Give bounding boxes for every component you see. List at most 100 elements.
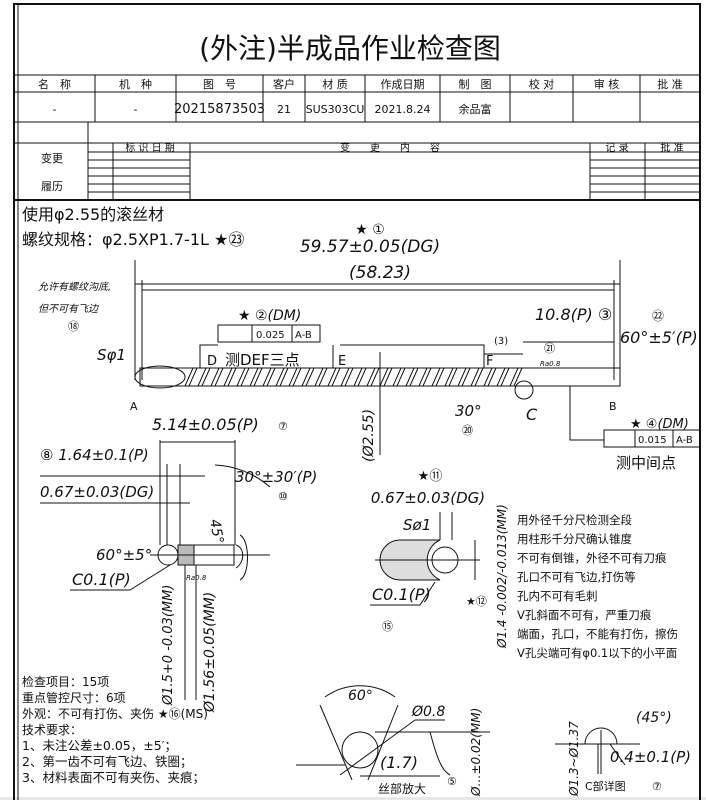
thread-crest <box>483 367 493 387</box>
note-measure-def: 测DEF三点 <box>225 351 300 369</box>
dim-3: 10.8(P) ③ <box>535 305 612 324</box>
inspection-note: V孔斜面不可有，严重刀痕 <box>517 608 652 622</box>
page-title: (外注)半成品作业检查图 <box>199 32 501 65</box>
thread-crest <box>288 367 298 387</box>
c-detail-label: C部详图 <box>585 779 626 793</box>
requirement-note: 技术要求： <box>22 723 82 737</box>
dim-dia-08: Ø0.8 <box>411 704 445 720</box>
dim-8: ⑧ 1.64±0.1(P) <box>40 446 149 464</box>
inspection-note: 孔内不可有毛刺 <box>517 589 598 603</box>
gdt-datum-1: A-B <box>295 330 312 341</box>
thread-crest <box>236 367 246 387</box>
thread-crest <box>405 367 415 387</box>
balloon-18: ⑱ <box>68 320 79 333</box>
dim-1-star: ★ ① <box>355 222 385 238</box>
thread-crest <box>496 367 506 387</box>
requirement-note: 3、材料表面不可有夹伤、夹痕； <box>22 770 205 785</box>
thread-crest <box>457 367 467 387</box>
header-col-label: 批 准 <box>657 77 683 91</box>
inspection-note: 端面，孔口，不能有打伤，擦伤 <box>517 627 678 641</box>
change-col-label: 变 更 内 容 <box>340 141 440 154</box>
datum-b: B <box>609 400 617 413</box>
thread-crest <box>197 367 207 387</box>
thread-crest <box>223 367 233 387</box>
balloon-5: ⑤ <box>447 775 457 788</box>
dim-dia-156: Ø1.56±0.05(MM) <box>202 592 218 713</box>
roughness-2: Ra0.8 <box>186 574 207 582</box>
thread-crest <box>418 367 428 387</box>
dim-angle-30: 30° <box>455 402 482 420</box>
header-col-label: 图 号 <box>203 78 236 91</box>
hole-section-view <box>370 512 480 606</box>
change-col-label: 记 录 <box>605 142 628 154</box>
history-label: 履历 <box>41 180 63 193</box>
gdt-tol-1: 0.025 <box>256 330 285 341</box>
dim-chamfer-right: C0.1(P) <box>372 585 431 604</box>
requirement-note: 2、第一齿不可有飞边、铁圈； <box>22 754 192 769</box>
dim-thread-angle: 60° <box>348 688 373 704</box>
dim-dia-15: Ø1.5+0 -0.03(MM) <box>161 585 176 706</box>
change-label: 变更 <box>41 151 63 165</box>
header-col-value: 21 <box>277 103 291 116</box>
thread-crest <box>314 367 324 387</box>
dim-sphere-1b: Sø1 <box>403 516 431 534</box>
balloon-20: ⑳ <box>462 424 473 437</box>
note-18-line1: 允许有螺纹沟底, <box>38 281 111 293</box>
thread-crest <box>249 367 259 387</box>
balloon-22: ㉒ <box>652 309 664 323</box>
inspection-note: V孔尖端可有φ0.1以下的小平面 <box>517 646 677 660</box>
requirement-note: 1、未注公差±0.05，±5′； <box>22 738 177 753</box>
header-col-value: 20215873503 <box>174 102 265 117</box>
balloon-10: ⑩ <box>278 490 288 503</box>
thread-detail-label: 丝部放大 <box>378 781 426 796</box>
gdt-tol-2: 0.015 <box>638 435 667 446</box>
dim-04: 0.4±0.1(P) <box>610 748 691 766</box>
thread-crest <box>392 367 402 387</box>
c-detail-view <box>555 727 640 774</box>
dim-angle-45b: (45°) <box>636 710 672 726</box>
outer-frame <box>13 3 701 800</box>
header-col-label: 机 种 <box>119 77 152 91</box>
dim-angle-45: 45° <box>206 518 226 545</box>
dim-dia-14: Ø1.4 -0.002/-0.013(MM) <box>495 504 509 649</box>
header-col-label: 审 核 <box>594 77 620 91</box>
dim-sphere-1: Sφ1 <box>97 346 126 364</box>
dim-4-star: ★ ④(DM) <box>630 417 689 432</box>
label-c: C <box>526 405 538 424</box>
requirement-note: 外观：不可有打伤、夹伤 ★⑯(MS) <box>22 707 208 721</box>
thread-crest <box>431 367 441 387</box>
screen-bottom-bar <box>0 797 706 800</box>
label-f: F <box>486 354 493 369</box>
dim-dia-13: Ø1.3~Ø1.37 <box>567 721 581 797</box>
note-18-line2: 但不可有飞边 <box>38 303 99 315</box>
dim-angle-22: 60°±5′(P) <box>620 328 698 347</box>
dim-11-star: ★⑪ <box>418 469 443 484</box>
header-col-value: SUS303CU <box>306 103 365 116</box>
dim-overall-length: 59.57±0.05(DG) <box>300 237 440 257</box>
header-col-value: - <box>53 103 57 116</box>
inspection-note: 用柱形千分尺确认锥度 <box>517 532 632 546</box>
note-measure-middle: 测中间点 <box>616 454 676 472</box>
label-d: D <box>207 354 217 369</box>
balloon-7: ⑦ <box>278 420 288 433</box>
balloon-15: ⑮ <box>382 620 393 633</box>
dim-dia-255: (Ø2.55) <box>361 409 377 462</box>
thread-crest <box>262 367 272 387</box>
balloon-7b: ⑦ <box>652 780 662 793</box>
thread-crest <box>184 367 194 387</box>
material-note: 使用φ2.55的滚丝材 <box>22 205 164 224</box>
thread-crest <box>366 367 376 387</box>
thread-crest <box>379 367 389 387</box>
thread-detail-view <box>296 685 490 781</box>
header-col-label: 材 质 <box>322 77 348 91</box>
change-col-label: 批 准 <box>660 141 683 154</box>
label-e: E <box>338 354 346 369</box>
dim-angle-3030: 30°±30′(P) <box>235 468 317 486</box>
dim-thread-dia: Ø…±0.02(MM) <box>469 708 483 797</box>
thread-crest <box>470 367 480 387</box>
dim-angle-60: 60°±5° <box>96 546 152 564</box>
thread-crest <box>210 367 220 387</box>
